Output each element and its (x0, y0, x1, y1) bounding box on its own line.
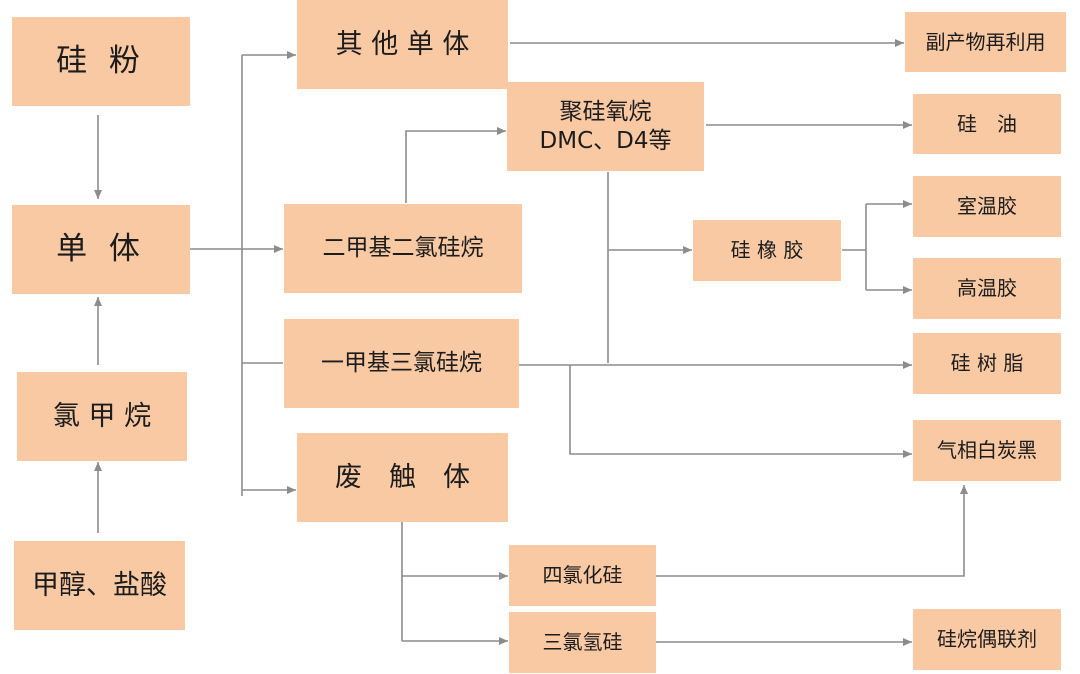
node-methyltrichlorosilane: 一甲基三氯硅烷 (284, 319, 519, 408)
arrow-methyltrichlorosilane-to-fumed-silica (569, 365, 912, 458)
node-polysiloxane-text: 聚硅氧烷 DMC、D4等 (540, 98, 672, 156)
node-silicone-rubber: 硅 橡 胶 (693, 220, 841, 281)
node-silicon-tetrachloride: 四氯化硅 (509, 545, 656, 606)
node-silane-coupling-agent-label: 硅烷偶联剂 (937, 627, 1037, 651)
node-monomer: 单 体 (12, 205, 190, 294)
node-silicone-oil: 硅 油 (913, 94, 1061, 154)
node-polysiloxane-line2: DMC、D4等 (539, 127, 672, 154)
node-dimethyldichlorosilane-label: 二甲基二氯硅烷 (322, 235, 484, 262)
node-htv-rubber-label: 高温胶 (957, 276, 1017, 300)
node-htv-rubber: 高温胶 (913, 258, 1061, 319)
node-methanol-hcl-label: 甲醇、盐酸 (32, 569, 167, 601)
node-monomer-label: 单 体 (56, 231, 146, 268)
node-methyltrichlorosilane-label: 一甲基三氯硅烷 (321, 350, 482, 377)
node-fumed-silica: 气相白炭黑 (913, 420, 1061, 481)
node-byproduct-reuse-label: 副产物再利用 (925, 29, 1046, 54)
node-trichlorosilane-label: 三氯氢硅 (542, 630, 623, 654)
node-rtv-rubber-label: 室温胶 (957, 194, 1017, 218)
arrow-dimethyl-to-polysiloxane (405, 127, 506, 203)
node-silane-coupling-agent: 硅烷偶联剂 (913, 609, 1061, 670)
node-methyl-chloride: 氯 甲 烷 (17, 372, 187, 461)
node-silicon-powder-label: 硅 粉 (56, 43, 146, 80)
node-methyl-chloride-label: 氯 甲 烷 (52, 400, 152, 432)
node-rtv-rubber: 室温胶 (913, 176, 1061, 237)
node-silicone-rubber-label: 硅 橡 胶 (730, 238, 804, 262)
node-dimethyldichlorosilane: 二甲基二氯硅烷 (284, 204, 522, 293)
node-waste-contact: 废 触 体 (297, 433, 508, 522)
node-methanol-hcl: 甲醇、盐酸 (14, 541, 185, 630)
node-polysiloxane-line1: 聚硅氧烷 (559, 98, 652, 125)
node-polysiloxane: 聚硅氧烷 DMC、D4等 (507, 82, 704, 171)
node-silicon-powder: 硅 粉 (12, 17, 190, 106)
node-other-monomers: 其 他 单 体 (297, 0, 508, 89)
node-silicon-tetrachloride-label: 四氯化硅 (542, 563, 623, 587)
arrow-silicon-tetrachloride-to-fumed-silica (656, 485, 968, 577)
node-silicone-oil-label: 硅 油 (957, 111, 1017, 136)
node-waste-contact-label: 废 触 体 (335, 461, 470, 493)
node-byproduct-reuse: 副产物再利用 (905, 12, 1066, 72)
node-trichlorosilane: 三氯氢硅 (509, 612, 656, 673)
node-fumed-silica-label: 气相白炭黑 (937, 438, 1037, 462)
node-silicone-resin: 硅 树 脂 (913, 333, 1061, 394)
node-other-monomers-label: 其 他 单 体 (335, 28, 470, 60)
node-silicone-resin-label: 硅 树 脂 (950, 351, 1024, 375)
